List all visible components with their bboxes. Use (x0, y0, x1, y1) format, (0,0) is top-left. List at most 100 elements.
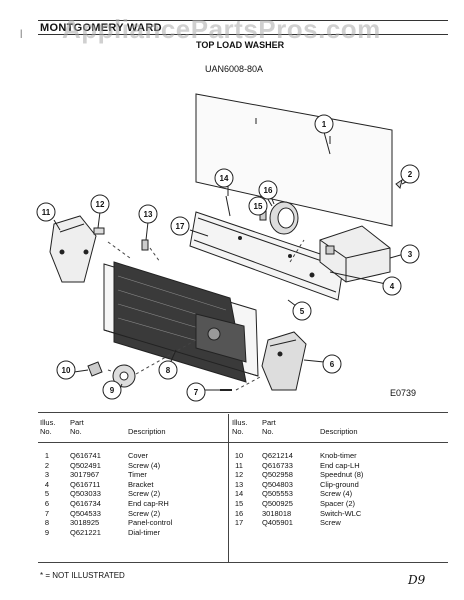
figure-code: E0739 (390, 388, 417, 398)
illus-number: 9 (44, 527, 50, 537)
table-row: 9 Q621221 Dial-timer (40, 528, 230, 537)
callout-14: 14 (220, 174, 229, 183)
callout-17: 17 (176, 222, 185, 231)
margin-mark: | (20, 28, 23, 38)
header-top-rule (38, 20, 448, 21)
part-number: Q621214 (262, 451, 293, 460)
callout-8: 8 (166, 366, 171, 375)
callout-6: 6 (330, 360, 335, 369)
callout-9: 9 (110, 386, 115, 395)
table-row: 12 Q502958 Speednut (8) (232, 470, 422, 479)
callout-5: 5 (300, 307, 305, 316)
exploded-parts-diagram: 1 2 3 4 5 6 7 8 9 10 11 12 13 14 15 16 1… (36, 93, 420, 402)
part-description: Panel-control (128, 518, 173, 528)
part-description: Screw (320, 518, 341, 528)
illus-number: 15 (234, 499, 244, 508)
part-number: Q616741 (70, 451, 101, 460)
bracket-part (189, 211, 345, 301)
part-number: Q405901 (262, 518, 293, 528)
callout-7: 7 (194, 388, 199, 397)
manufacturer-name: MONTGOMERY WARD (40, 22, 162, 34)
callout-3: 3 (408, 250, 413, 259)
illus-number: 5 (44, 489, 50, 499)
footnote: * = NOT ILLUSTRATED (40, 571, 125, 580)
speednut-part (93, 227, 105, 235)
table-row: 13 Q504803 Clip-ground (232, 480, 422, 489)
screw-14-part (225, 195, 231, 217)
part-description: Speednut (8) (320, 470, 364, 480)
header-illus-no-right: Illus. No. (232, 418, 248, 436)
part-description: Dial-timer (128, 527, 161, 537)
part-number: Q502491 (70, 460, 101, 470)
part-description: Timer (128, 470, 147, 480)
callout-4: 4 (390, 282, 395, 291)
illus-number: 12 (234, 470, 244, 480)
part-description: Screw (2) (128, 489, 161, 499)
end-cap-rh-part (261, 331, 307, 391)
product-title: TOP LOAD WASHER (196, 40, 285, 50)
table-row: 10 Q621214 Knob-timer (232, 451, 422, 460)
table-bottom-rule (38, 562, 448, 563)
header-illus-no-left: Illus. No. (40, 418, 56, 436)
part-number: Q500925 (262, 499, 293, 508)
screw-part (395, 178, 403, 189)
part-description: End cap-LH (320, 460, 360, 470)
illus-number: 17 (234, 518, 244, 528)
knob-timer-part (87, 361, 103, 377)
illus-number: 13 (234, 479, 244, 489)
part-number: 3018925 (70, 518, 100, 528)
table-row: 17 Q405901 Screw (232, 518, 422, 527)
table-row: 3 3017967 Timer (40, 470, 230, 479)
callout-16: 16 (264, 186, 273, 195)
table-row: 5 Q503033 Screw (2) (40, 489, 230, 498)
part-description: Screw (4) (128, 460, 161, 470)
callout-12: 12 (96, 200, 105, 209)
table-row: 8 3018925 Panel-control (40, 518, 230, 527)
callout-2: 2 (408, 170, 413, 179)
callout-13: 13 (144, 210, 153, 219)
part-description: Knob-timer (320, 451, 357, 460)
part-description: Switch-WLC (320, 508, 362, 518)
part-number: Q503033 (70, 489, 101, 499)
header-part-no-left: Part No. (70, 418, 84, 436)
illus-number: 10 (234, 451, 244, 460)
illus-number: 6 (44, 499, 50, 508)
part-number: Q621221 (70, 527, 101, 537)
model-number: UAN6008-80A (205, 64, 264, 74)
illus-number: 3 (44, 470, 50, 480)
end-cap-lh-part (49, 215, 97, 283)
watermark: AppliancePartsPros.com (62, 14, 381, 44)
table-divider (228, 414, 229, 562)
callout-1: 1 (322, 120, 327, 129)
part-description: Screw (2) (128, 508, 161, 518)
part-number: 3018018 (262, 508, 292, 518)
illus-number: 14 (234, 489, 244, 499)
clip-ground-part (141, 239, 149, 251)
part-number: 3017967 (70, 470, 100, 480)
illus-number: 16 (234, 508, 244, 518)
header-bottom-rule (38, 34, 448, 35)
header-description-left: Description (128, 427, 166, 436)
part-description: Clip-ground (320, 479, 359, 489)
part-number: Q504803 (262, 479, 293, 489)
callout-11: 11 (42, 208, 51, 217)
part-number: Q504533 (70, 508, 101, 518)
part-description: End cap-RH (128, 499, 169, 508)
table-header-rule (38, 442, 448, 443)
part-number: Q502958 (262, 470, 293, 480)
part-number: Q616733 (262, 460, 293, 470)
part-description: Cover (128, 451, 149, 460)
callout-15: 15 (254, 202, 263, 211)
illus-number: 8 (44, 518, 50, 528)
header-part-no-right: Part No. (262, 418, 276, 436)
part-number: Q505553 (262, 489, 293, 499)
header-description-right: Description (320, 427, 358, 436)
handwritten-initials: D9 (408, 573, 426, 587)
